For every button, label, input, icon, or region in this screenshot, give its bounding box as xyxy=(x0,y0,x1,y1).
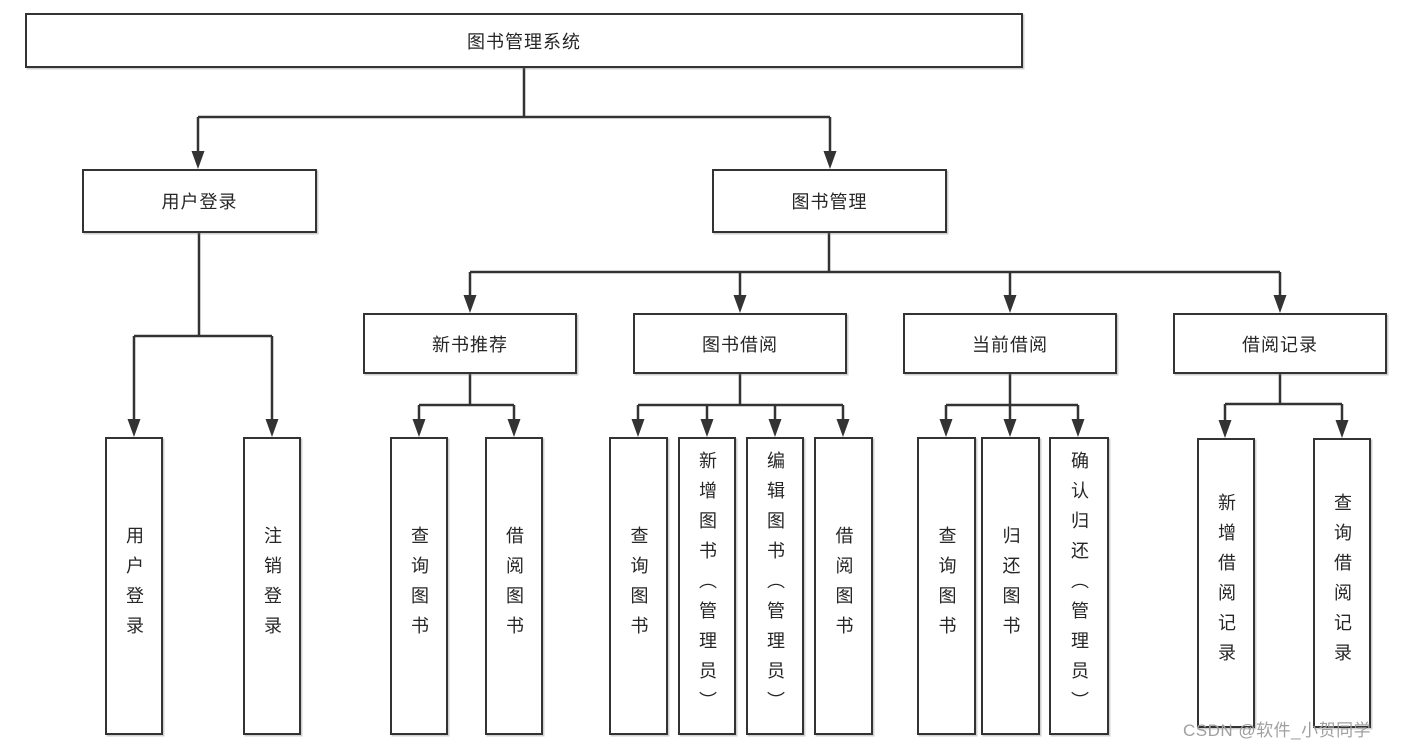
node-library-system-label: 图书管理系统 xyxy=(467,31,581,52)
node-book-management-label: 图书管理 xyxy=(791,192,868,212)
node-book-borrowing: 图书借阅 xyxy=(633,313,847,374)
connector-current-borrow-branch xyxy=(939,374,1085,437)
leaf-rec-add-borrow-record-label: 新增借阅记录 xyxy=(1216,493,1236,673)
connector-book-mgmt-branch xyxy=(463,233,1287,313)
node-borrowing-records: 借阅记录 xyxy=(1173,313,1387,374)
leaf-bb-query-book: 查询图书 xyxy=(609,437,668,735)
node-library-system: 图书管理系统 xyxy=(25,13,1023,68)
leaf-rec-query-borrow-record: 查询借阅记录 xyxy=(1313,438,1371,728)
csdn-watermark: CSDN @软件_小贺同学 xyxy=(1183,721,1372,740)
node-user-login-label: 用户登录 xyxy=(161,192,238,212)
connector-root-to-level2 xyxy=(191,68,837,169)
node-current-borrowing-label: 当前借阅 xyxy=(972,334,1048,355)
leaf-nbr-query-book-label: 查询图书 xyxy=(409,526,429,646)
leaf-bb-borrow-book-label: 借阅图书 xyxy=(833,526,854,646)
leaf-bb-add-book-admin: 新增图书（管理员） xyxy=(678,437,736,735)
connector-user-login-branch xyxy=(127,233,279,437)
node-borrowing-records-label: 借阅记录 xyxy=(1242,334,1318,355)
leaf-cb-confirm-return-admin: 确认归还（管理员） xyxy=(1049,437,1109,735)
node-new-book-recommendation: 新书推荐 xyxy=(363,313,577,374)
node-current-borrowing: 当前借阅 xyxy=(903,313,1117,374)
leaf-nbr-borrow-book: 借阅图书 xyxy=(485,437,543,735)
leaf-rec-query-borrow-record-label: 查询借阅记录 xyxy=(1332,493,1352,673)
node-user-login: 用户登录 xyxy=(82,169,317,233)
connector-new-book-rec-branch xyxy=(412,374,521,437)
node-book-borrowing-label: 图书借阅 xyxy=(702,334,778,355)
leaf-rec-add-borrow-record: 新增借阅记录 xyxy=(1197,438,1255,728)
leaf-bb-borrow-book: 借阅图书 xyxy=(814,437,873,735)
leaf-cb-query-book-label: 查询图书 xyxy=(936,526,957,646)
leaf-bb-edit-book-admin: 编辑图书（管理员） xyxy=(746,437,804,735)
leaf-user-login-label: 用户登录 xyxy=(124,526,144,646)
leaf-logout-label: 注销登录 xyxy=(262,526,282,646)
node-new-book-recommendation-label: 新书推荐 xyxy=(432,334,508,355)
leaf-cb-query-book: 查询图书 xyxy=(917,437,976,735)
connector-borrow-records-branch xyxy=(1218,374,1349,438)
leaf-nbr-borrow-book-label: 借阅图书 xyxy=(504,526,524,646)
leaf-bb-query-book-label: 查询图书 xyxy=(628,526,649,646)
leaf-logout: 注销登录 xyxy=(243,437,301,735)
leaf-bb-edit-book-admin-label: 编辑图书（管理员） xyxy=(765,451,785,721)
leaf-user-login: 用户登录 xyxy=(105,437,163,735)
leaf-nbr-query-book: 查询图书 xyxy=(390,437,448,735)
node-book-management: 图书管理 xyxy=(712,169,947,233)
leaf-cb-return-book: 归还图书 xyxy=(981,437,1040,735)
leaf-cb-confirm-return-admin-label: 确认归还（管理员） xyxy=(1069,451,1089,721)
leaf-cb-return-book-label: 归还图书 xyxy=(1000,526,1021,646)
leaf-bb-add-book-admin-label: 新增图书（管理员） xyxy=(697,451,717,721)
connector-book-borrow-branch xyxy=(631,374,850,437)
